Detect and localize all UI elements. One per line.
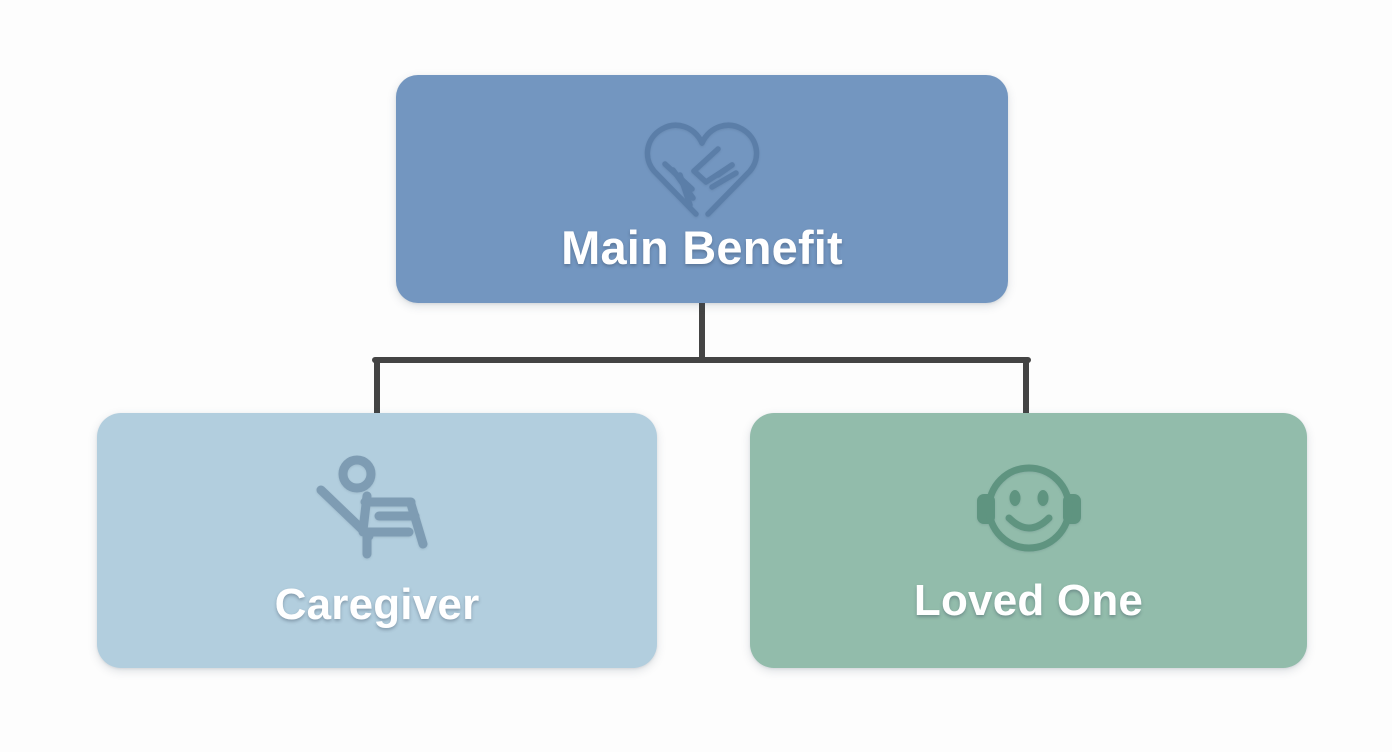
hands-heart-icon [632, 113, 772, 221]
node-caregiver[interactable]: Caregiver [97, 413, 657, 668]
node-label-main-benefit: Main Benefit [561, 221, 843, 275]
node-label-loved-one: Loved One [913, 576, 1144, 626]
smiley-face-icon [973, 456, 1085, 560]
node-label-caregiver: Caregiver [274, 580, 480, 630]
node-main-benefit[interactable]: Main Benefit [396, 75, 1008, 303]
person-reclining-icon [311, 452, 443, 564]
node-loved-one[interactable]: Loved One [750, 413, 1307, 668]
